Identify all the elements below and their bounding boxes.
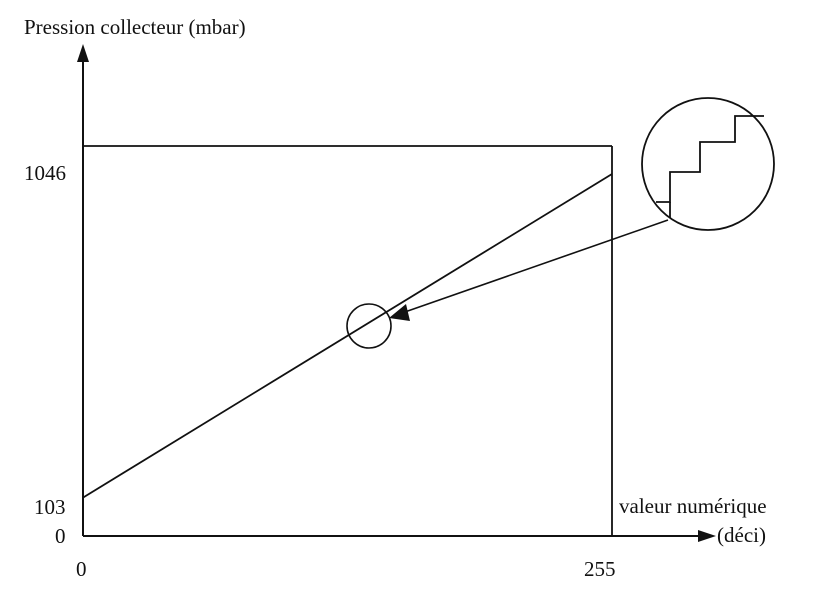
y-tick-0: 0 [55, 524, 66, 548]
zoom-pointer-arrow [401, 219, 669, 314]
zoom-pointer-arrowhead [389, 304, 410, 321]
x-tick-255: 255 [584, 557, 616, 581]
transfer-line [82, 173, 613, 499]
x-axis-arrowhead [698, 530, 716, 542]
y-tick-103: 103 [34, 495, 66, 519]
y-axis-label: Pression collecteur (mbar) [24, 15, 246, 39]
zoom-circle-small [346, 303, 392, 349]
y-axis-arrowhead [77, 44, 89, 62]
zoom-circle-large [641, 97, 775, 231]
y-tick-1046: 1046 [24, 161, 66, 185]
x-tick-0: 0 [76, 557, 87, 581]
x-axis-label-line1: valeur numérique [619, 494, 767, 518]
x-axis-label-line2: (déci) [717, 523, 766, 547]
staircase-steps [656, 115, 764, 203]
